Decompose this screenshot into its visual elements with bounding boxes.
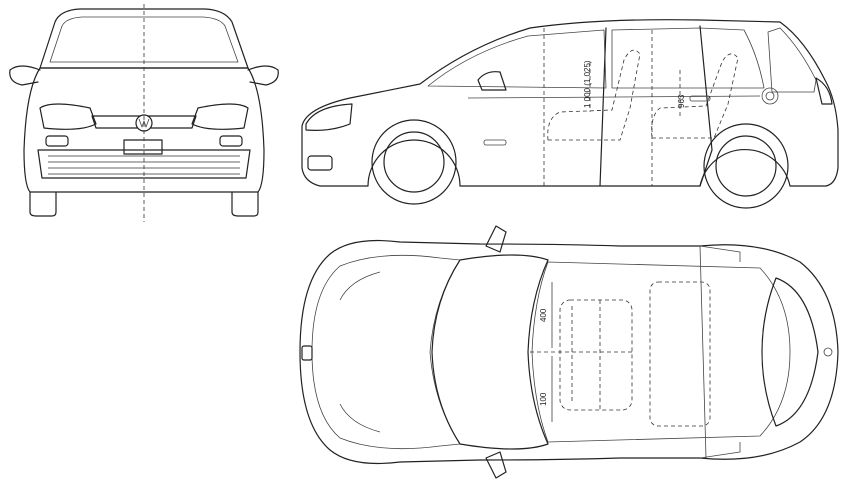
side-view: 1 000 (1 025) 963 [301,19,839,209]
mirror-icon [9,65,41,86]
wheel-icon [703,123,789,209]
rear-seat-height-label: 963 [677,94,686,108]
headlight-icon [39,103,97,130]
mirror-icon [485,225,507,253]
top-view: 400 100 [299,225,839,479]
rear-shoulder-label: 100 [539,392,548,406]
front-shoulder-label: 400 [539,308,548,322]
mirror-icon [477,71,507,91]
mirror-icon [485,451,507,479]
front-seat-height-label: 1 000 (1 025) [583,60,592,108]
mirror-icon [247,65,279,86]
headlight-icon [191,103,249,130]
wheel-icon [371,119,457,205]
headlight-icon [305,103,353,131]
fuel-cap-icon [761,87,779,105]
emblem-icon [301,345,313,361]
front-view [9,4,279,222]
